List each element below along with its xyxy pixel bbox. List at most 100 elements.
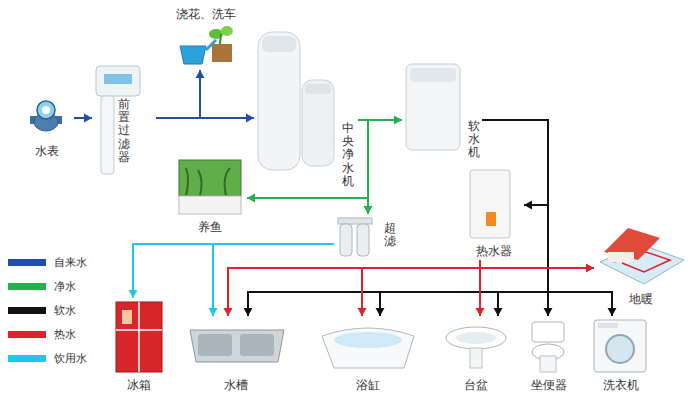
arrowhead: [244, 308, 253, 316]
device-node: 坐便器: [518, 316, 580, 398]
ultrafilter-icon: [338, 218, 372, 256]
pipe-connector: [156, 114, 254, 123]
device-node: 超滤: [334, 214, 400, 262]
pipe-line: [362, 260, 480, 316]
legend-swatch: [8, 283, 46, 290]
device-node: 水槽: [184, 316, 288, 398]
basin-icon: [446, 327, 506, 368]
pipe-line: [213, 244, 334, 316]
pipe-connector: [376, 120, 549, 316]
pipe-connector: [480, 260, 594, 273]
pipe-connector: [482, 120, 553, 316]
pipe-connector: [129, 244, 335, 298]
arrowhead: [476, 308, 485, 316]
arrowhead: [209, 308, 218, 316]
device-node: 热水器: [464, 168, 524, 260]
legend: 自来水净水软水热水饮用水: [8, 250, 87, 370]
pipe-line: [479, 260, 481, 316]
device-label: 地暖: [594, 292, 688, 306]
device-node: 养鱼: [173, 156, 247, 238]
pipe-connector: [224, 260, 481, 316]
device-label: 水表: [20, 144, 74, 158]
fish-tank-icon: [179, 160, 241, 214]
pipe-connector: [476, 260, 485, 316]
legend-label: 软水: [54, 303, 76, 318]
arrowhead: [376, 308, 385, 316]
device-node: 浇花、洗车: [166, 4, 246, 70]
device-node: 台盆: [438, 316, 514, 398]
legend-label: 自来水: [54, 255, 87, 270]
arrowhead: [394, 116, 402, 125]
device-label: 浇花、洗车: [166, 7, 246, 21]
arrowhead: [524, 201, 532, 210]
arrowhead: [246, 114, 254, 123]
device-label: 养鱼: [173, 220, 247, 234]
pipe-connector: [482, 120, 548, 316]
device-node: 地暖: [594, 222, 688, 310]
pipe-connector: [482, 120, 548, 210]
watering-icon: [180, 26, 233, 64]
device-node: 中央净水机: [254, 28, 358, 192]
arrowhead: [196, 70, 205, 78]
pipe-line: [482, 120, 548, 316]
legend-swatch: [8, 331, 46, 338]
legend-label: 净水: [54, 279, 76, 294]
device-label: 浴缸: [318, 378, 418, 392]
device-label: 洗衣机: [588, 378, 654, 392]
device-node: 前置过滤器: [92, 64, 156, 180]
pipe-line: [482, 120, 612, 316]
device-label: 超滤: [384, 222, 396, 248]
pipe-connector: [482, 120, 617, 316]
pipe-line: [480, 260, 594, 268]
device-node: 水表: [20, 98, 74, 160]
arrowhead: [608, 308, 617, 316]
device-node: 软水机: [402, 58, 482, 164]
arrowhead: [247, 194, 255, 203]
pipe-line: [248, 120, 548, 316]
legend-row: 自来水: [8, 250, 87, 274]
water-heater-icon: [470, 170, 510, 238]
pipe-line: [380, 120, 548, 316]
water-meter-icon: [30, 101, 62, 131]
fridge-icon: [116, 302, 162, 372]
pre-filter-icon: [96, 66, 140, 174]
pipe-connector: [247, 120, 368, 203]
device-node: 浴缸: [318, 316, 418, 398]
legend-swatch: [8, 355, 46, 362]
legend-swatch: [8, 259, 46, 266]
pipe-connector: [74, 114, 92, 123]
device-label: 台盆: [438, 378, 514, 392]
legend-row: 饮用水: [8, 346, 87, 370]
device-label: 坐便器: [518, 378, 580, 392]
device-label: 冰箱: [108, 378, 170, 392]
arrowhead: [494, 308, 503, 316]
pipe-line: [482, 120, 548, 316]
softener-icon: [406, 64, 460, 150]
legend-label: 饮用水: [54, 351, 87, 366]
washer-icon: [594, 320, 646, 372]
toilet-icon: [532, 322, 564, 372]
pipe-connector: [244, 120, 549, 316]
floor-heating-icon: [600, 228, 684, 284]
pipe-line: [133, 244, 334, 298]
pipe-line: [156, 70, 200, 118]
legend-row: 热水: [8, 322, 87, 346]
legend-row: 净水: [8, 274, 87, 298]
arrowhead: [364, 206, 373, 214]
legend-label: 热水: [54, 327, 76, 342]
arrowhead: [544, 308, 553, 316]
pipe-line: [358, 120, 368, 214]
legend-row: 软水: [8, 298, 87, 322]
pipe-line: [482, 120, 548, 205]
arrowhead: [358, 308, 367, 316]
device-node: 冰箱: [108, 298, 170, 398]
pipe-connector: [358, 120, 373, 214]
device-node: 洗衣机: [588, 316, 654, 398]
pipe-connector: [358, 260, 481, 316]
arrowhead: [224, 308, 233, 316]
device-label: 水槽: [184, 378, 288, 392]
bathtub-icon: [322, 328, 414, 368]
central-purifier-icon: [258, 32, 334, 170]
